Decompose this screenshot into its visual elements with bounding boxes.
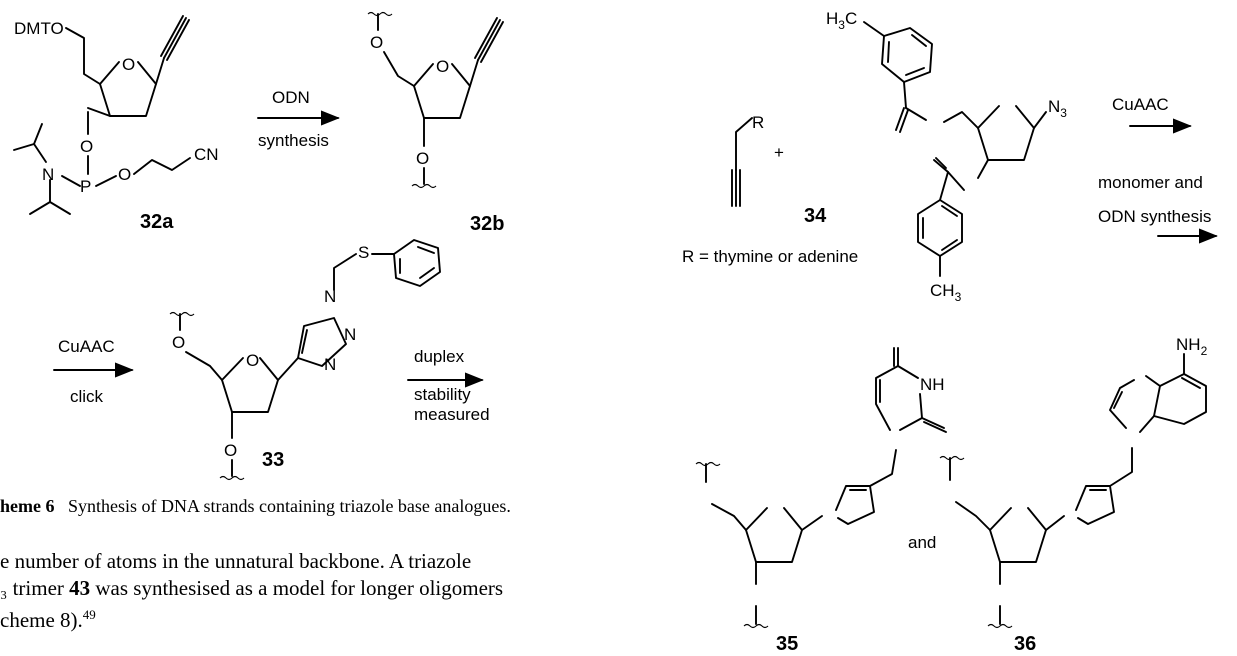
ring-o-32b-label: O: [436, 57, 449, 76]
body-line-2-post: was synthesised as a model for longer ol…: [90, 576, 504, 600]
arrow1-bottom-text: synthesis: [258, 131, 329, 150]
cn-label: CN: [194, 145, 219, 164]
plus-sign: +: [774, 143, 784, 162]
compound-36-label: 36: [1014, 633, 1036, 655]
r-definition-text: R = thymine or adenine: [682, 247, 858, 266]
triazole-n3-label: N: [324, 355, 336, 374]
ring-o-label: O: [122, 55, 135, 74]
o5-label: O: [370, 33, 383, 52]
right-arrow-bottom-text-1: monomer and: [1098, 173, 1203, 192]
structure-36: NH2 36: [939, 335, 1208, 655]
triazole-n2-label: N: [344, 325, 356, 344]
compound-32b-label: 32b: [470, 213, 504, 235]
arrow-odn-synthesis: ODN synthesis: [257, 88, 340, 150]
right-arrow-top-text: CuAAC: [1112, 95, 1169, 114]
h3c-label: H3C: [826, 9, 857, 32]
right-arrow-bottom-text-2: ODN synthesis: [1098, 207, 1211, 226]
dmto-label: DMTO: [14, 19, 64, 38]
o5-33-label: O: [172, 333, 185, 352]
o3-32b-label: O: [416, 149, 429, 168]
uracil-nh-label: NH: [920, 375, 945, 394]
body-line-3: cheme 8).49: [0, 602, 96, 633]
compound-35-label: 35: [776, 633, 798, 655]
body-line-2: ₃ trimer 43 was synthesised as a model f…: [0, 575, 503, 601]
compound-34-label: 34: [804, 205, 827, 227]
arrow-cuaac-right: CuAAC monomer and ODN synthesis: [1098, 95, 1218, 244]
compound-32a-label: 32a: [140, 211, 174, 233]
arrow3-top-text: duplex: [414, 347, 465, 366]
arrow3-bottom-text-1: stability: [414, 385, 471, 404]
structure-alkyne-r: R +: [731, 113, 784, 207]
structure-32a: DMTO O O P N O CN 32a: [13, 15, 219, 233]
triazole-n1-label: N: [324, 287, 336, 306]
arrow-cuaac-click: CuAAC click: [53, 337, 134, 406]
nh2-label: NH2: [1176, 335, 1208, 358]
ch3-label: CH3: [930, 281, 962, 304]
structure-33: O O O N N N S 33: [169, 239, 441, 481]
arrow2-top-text: CuAAC: [58, 337, 115, 356]
o3-label: O: [80, 137, 93, 156]
arrow-duplex: duplex stability measured: [407, 347, 490, 424]
arrow3-bottom-text-2: measured: [414, 405, 490, 424]
p-label: P: [80, 177, 91, 196]
and-text: and: [908, 533, 936, 552]
structure-34: H3C N3 CH3 34 R = thymin: [682, 9, 1067, 304]
body-line-1: e number of atoms in the unnatural backb…: [0, 549, 472, 573]
po-label: O: [118, 165, 131, 184]
n3-label: N3: [1048, 97, 1067, 120]
compound-33-label: 33: [262, 449, 284, 471]
body-line-3-text: cheme 8).: [0, 608, 83, 632]
caption-label: heme 6: [0, 496, 55, 516]
body-line-3-ref: 49: [82, 607, 96, 622]
o3-33-label: O: [224, 441, 237, 460]
body-line-2-pre: ₃ trimer: [0, 576, 70, 600]
body-line-2-bold: 43: [69, 576, 91, 600]
scheme-caption: heme 6 Synthesis of DNA strands containi…: [0, 496, 511, 517]
s-label: S: [358, 243, 369, 262]
structure-32b: O O O 32b: [367, 11, 504, 235]
structure-35: NH and 35: [695, 347, 947, 655]
n-label: N: [42, 165, 54, 184]
r-label: R: [752, 113, 764, 132]
ring-o-33-label: O: [246, 351, 259, 370]
caption-text: Synthesis of DNA strands containing tria…: [67, 496, 511, 516]
arrow2-bottom-text: click: [70, 387, 104, 406]
arrow1-top-text: ODN: [272, 88, 310, 107]
